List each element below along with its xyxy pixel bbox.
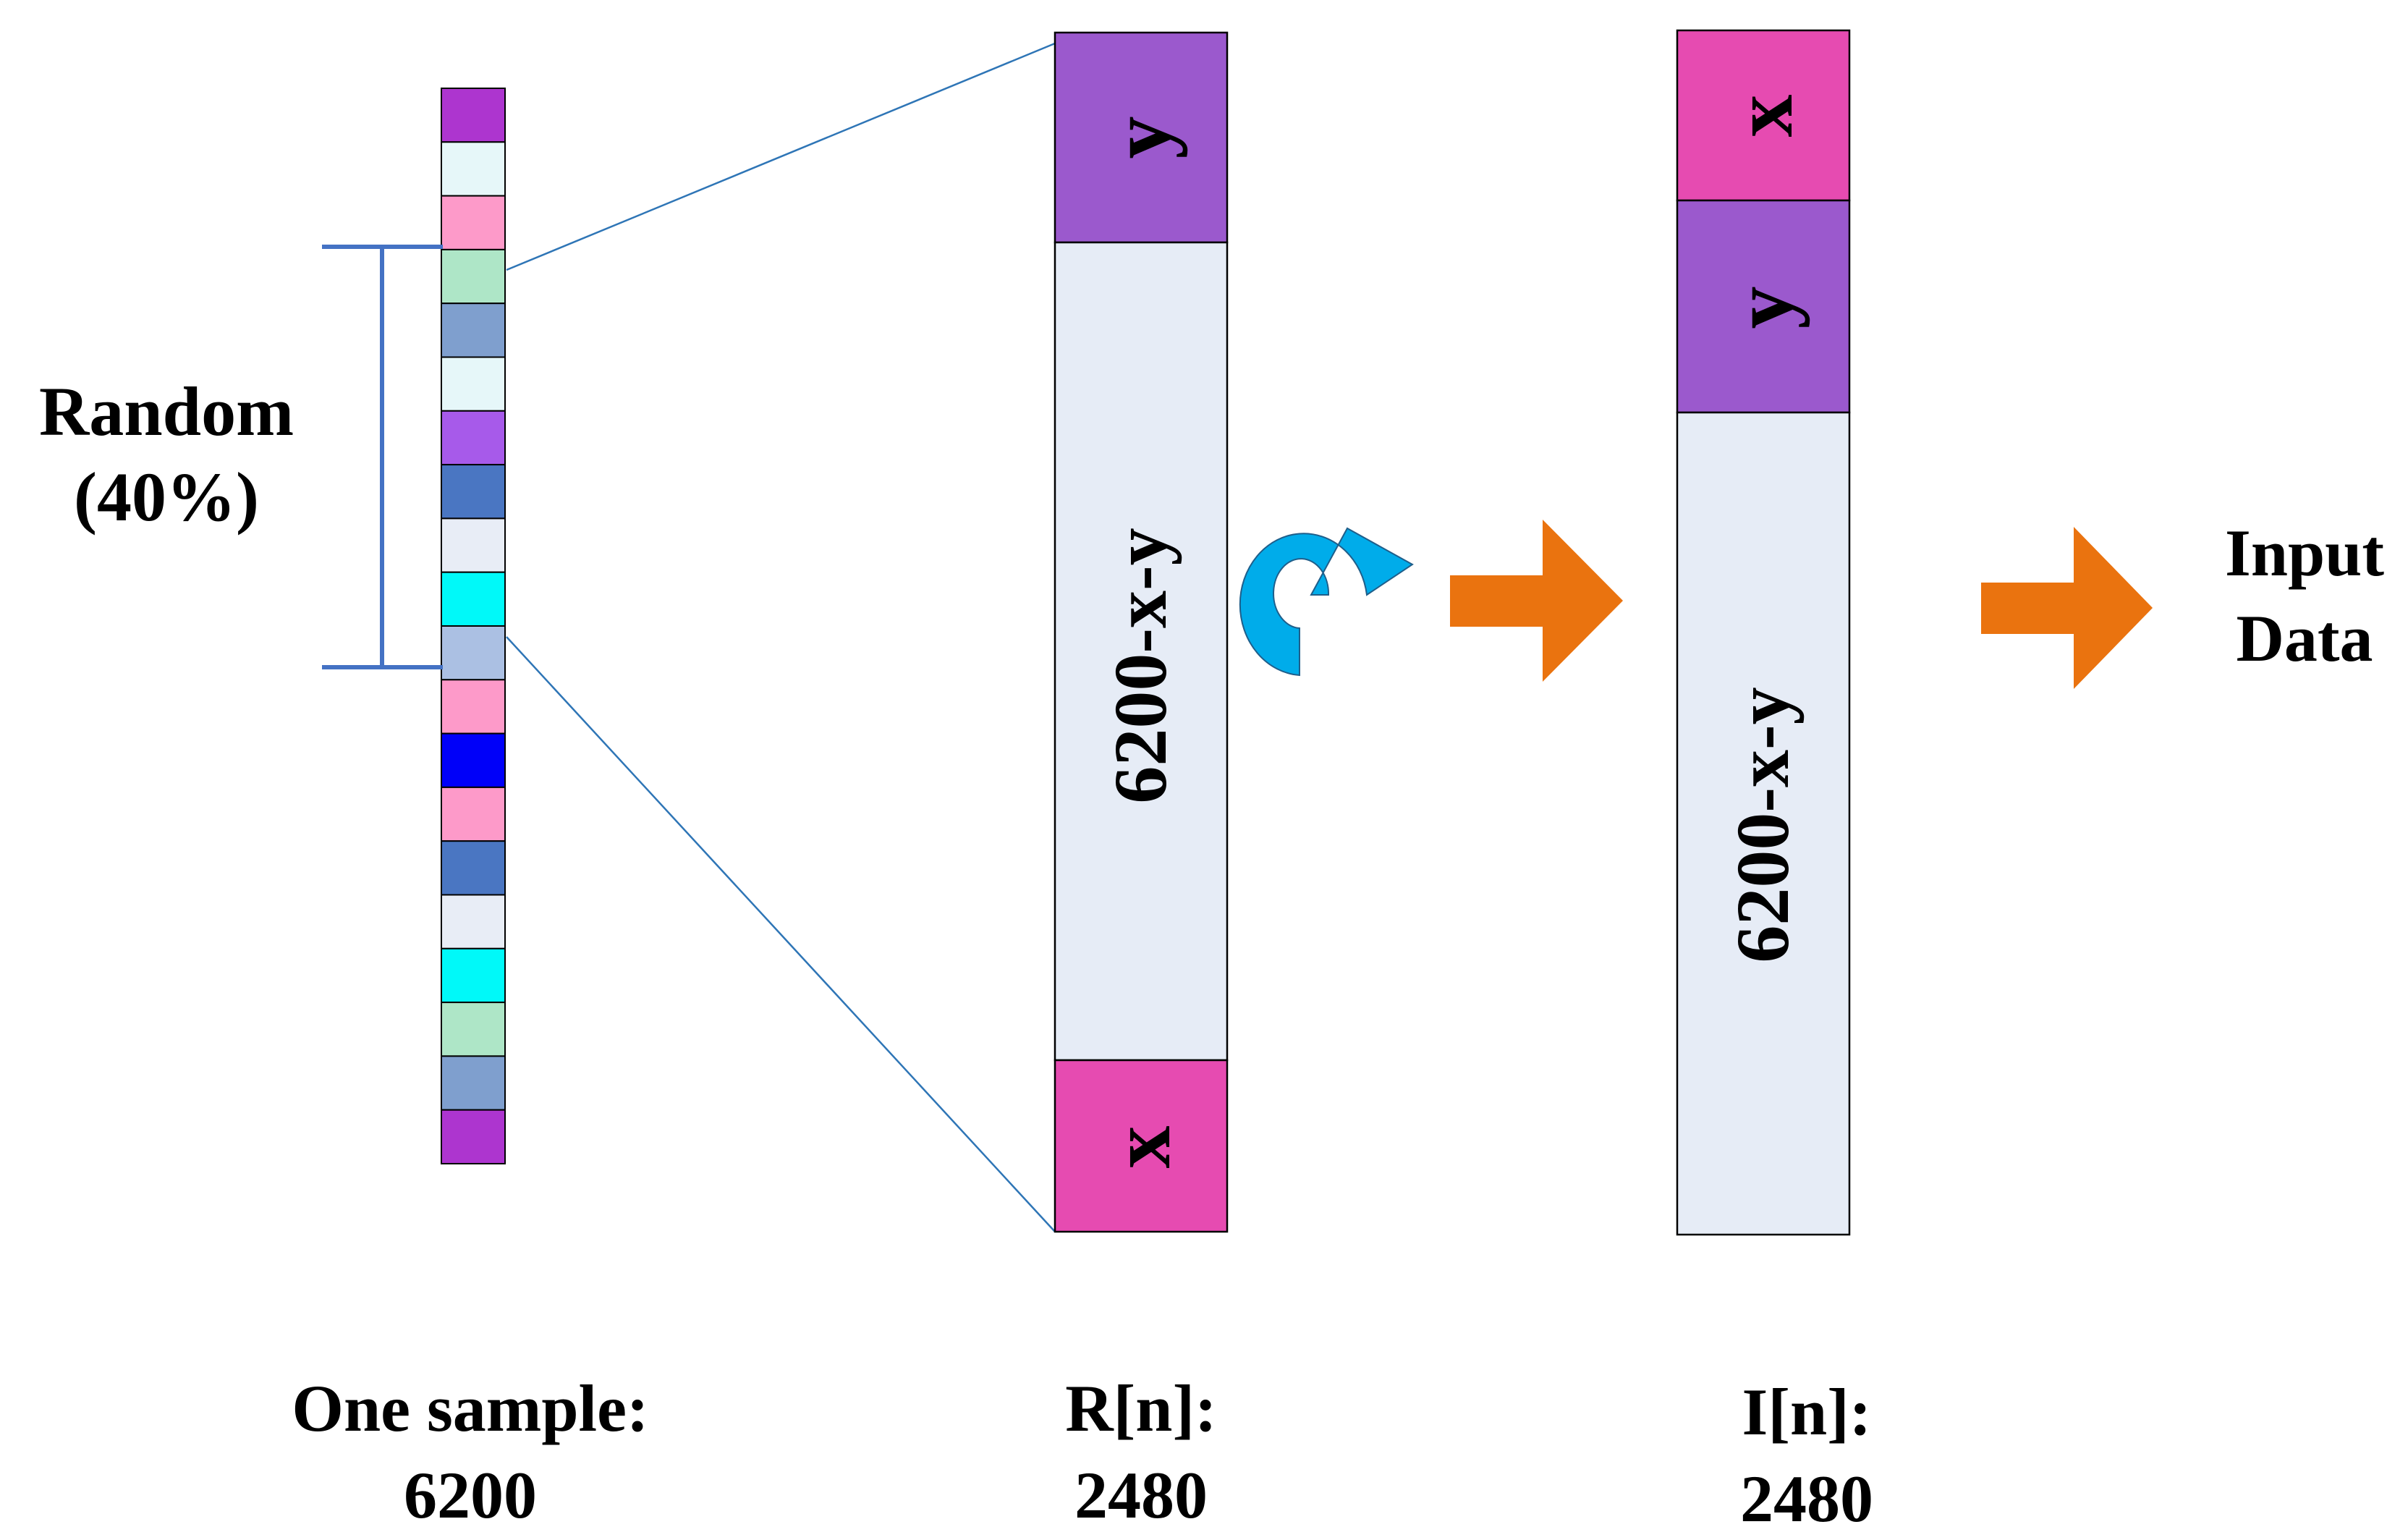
strip-cell bbox=[441, 786, 506, 842]
strip-cell bbox=[441, 894, 506, 949]
strip-cell bbox=[441, 571, 506, 627]
strip-cell bbox=[441, 248, 506, 305]
r-block-x-segment bbox=[1054, 1059, 1229, 1233]
strip-cell bbox=[441, 464, 506, 520]
i-block-caption-line2: 2480 bbox=[1740, 1462, 1873, 1536]
rotate-icon bbox=[1239, 527, 1414, 677]
strip-cell bbox=[441, 517, 506, 573]
strip-cell bbox=[441, 141, 506, 197]
sample-caption-line1: One sample: bbox=[292, 1371, 649, 1445]
input-data-label-line2: Data bbox=[2236, 601, 2373, 675]
i-block-rest-segment bbox=[1676, 411, 1851, 1236]
strip-cell bbox=[441, 88, 506, 143]
strip-cell bbox=[441, 302, 506, 358]
r-block-y-label: y bbox=[1093, 116, 1188, 159]
strip-cell bbox=[441, 947, 506, 1004]
random-bracket bbox=[322, 245, 443, 669]
strip-cell bbox=[441, 1002, 506, 1057]
r-block-rest-segment bbox=[1054, 241, 1229, 1062]
strip-cell bbox=[441, 679, 506, 735]
zoom-lines bbox=[506, 42, 1056, 1232]
r-block-y-segment bbox=[1054, 31, 1229, 244]
strip-cell bbox=[441, 732, 506, 788]
strip-cell bbox=[441, 1055, 506, 1111]
r-block-caption-line1: R[n]: bbox=[1065, 1371, 1217, 1445]
r-block-x-label: x bbox=[1093, 1125, 1188, 1169]
strip-cell bbox=[441, 1109, 506, 1164]
i-block-y-label: y bbox=[1716, 286, 1810, 329]
strip-cell bbox=[441, 356, 506, 412]
arrow-to-input-data bbox=[1981, 527, 2153, 689]
arrow-to-i-block bbox=[1450, 520, 1623, 682]
input-data-label-line1: Input bbox=[2225, 516, 2384, 590]
i-block-caption-line1: I[n]: bbox=[1742, 1375, 1872, 1449]
sample-caption-line2: 6200 bbox=[404, 1458, 537, 1532]
strip-cell bbox=[441, 625, 506, 681]
random-label: Random (40%) bbox=[38, 373, 294, 536]
strip-cell bbox=[441, 195, 506, 250]
r-block-caption-line2: 2480 bbox=[1074, 1458, 1208, 1532]
i-block-x-segment bbox=[1676, 29, 1851, 202]
i-block-middle-label: 6200-x-y bbox=[1721, 687, 1805, 963]
i-block-x-label: x bbox=[1716, 94, 1810, 138]
i-block bbox=[1676, 29, 1851, 1236]
r-block bbox=[1054, 31, 1229, 1233]
sample-strip bbox=[441, 88, 506, 1164]
r-block-middle-label: 6200-x-y bbox=[1099, 528, 1182, 804]
strip-cell bbox=[441, 840, 506, 896]
strip-cell bbox=[441, 410, 506, 466]
